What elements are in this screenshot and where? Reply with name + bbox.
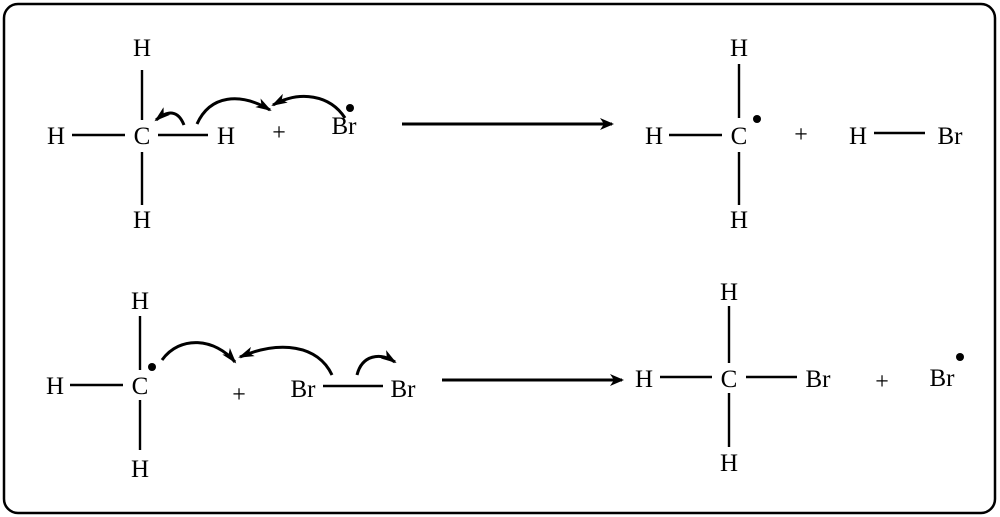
fishhook-arrow-ch-bond [154,107,186,126]
fishhook-arrow-br-br-bond [238,345,334,376]
atom-bromine-right: Br [391,376,417,403]
methyl-radical-reactant: H H C H [46,288,156,483]
atom-carbon: C [134,123,151,150]
atom-bromine-radical: Br [332,113,358,140]
plus-sign-4: + [875,369,889,395]
atom-h-left: H [46,373,64,400]
bromine-molecule: Br Br [291,376,417,403]
atom-carbon: C [132,373,149,400]
fishhook-arrow-from-bromine [271,93,347,119]
atom-h-bottom: H [730,207,748,234]
atom-h-bottom: H [133,207,151,234]
atom-carbon: C [721,366,738,393]
atom-h-left: H [635,366,653,393]
methyl-radical-product: H H C H [645,35,761,234]
atom-h-left: H [645,123,663,150]
methane-molecule: H H C H H [47,35,235,234]
atom-h-bottom: H [720,450,738,477]
atom-h-top: H [720,279,738,306]
fishhook-arrow-to-bromine [355,350,397,376]
radical-dot-bromine [956,353,964,361]
atom-hydrogen: H [849,123,867,150]
radical-dot-carbon [753,115,761,123]
radical-dot-bromine [346,104,354,112]
fishhook-arrow-to-bond [195,97,272,125]
bromomethane-product: H H C Br H [635,279,831,477]
radical-dot-carbon [148,363,156,371]
atom-h-top: H [133,35,151,62]
atom-carbon: C [731,123,748,150]
atom-h-right: H [217,123,235,150]
atom-h-top: H [131,288,149,315]
hydrogen-bromide-product: H Br [849,123,963,150]
fishhook-arrow-from-carbon-radical [160,341,237,364]
atom-h-left: H [47,123,65,150]
reaction-2: H H C H + Br Br H H C Br H [46,279,964,483]
plus-sign-3: + [232,382,246,408]
atom-bromine-left: Br [291,376,317,403]
plus-sign-2: + [794,122,808,148]
atom-bromine: Br [806,366,832,393]
reaction-1: H H C H H + Br H H C H + H [47,35,963,234]
atom-bromine: Br [938,123,964,150]
atom-h-top: H [730,35,748,62]
plus-sign-1: + [272,120,286,146]
atom-h-bottom: H [131,456,149,483]
atom-bromine-radical: Br [930,365,956,392]
